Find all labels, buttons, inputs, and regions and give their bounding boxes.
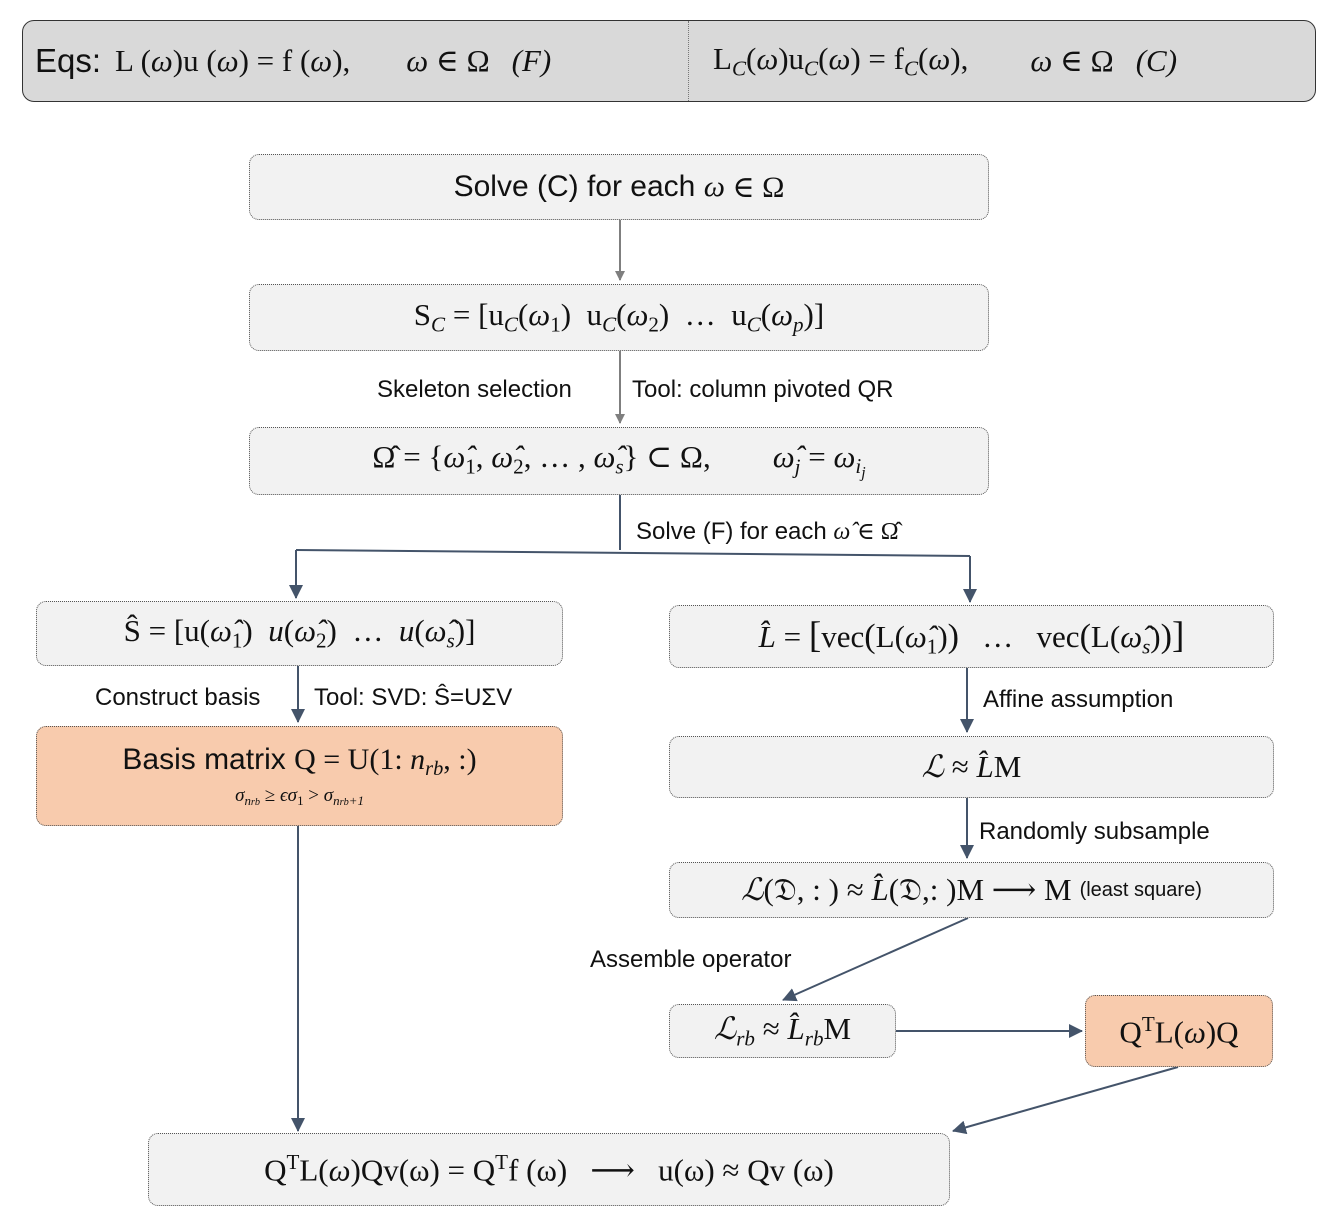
- solve-coarse-box: Solve (C) for each ω ∈ Ω: [249, 154, 989, 220]
- projected-operator-box: QTL(ω)Q: [1085, 995, 1273, 1067]
- coarse-snapshot-box: SC = [uC(ω1) uC(ω2) … uC(ωp)]: [249, 284, 989, 351]
- affine-relation-box: ℒ ≈ L̂M: [669, 736, 1274, 798]
- equations-header: Eqs: L (ω)u (ω) = f (ω), ω ∈ Ω (F) LC(ω)…: [22, 20, 1316, 102]
- least-square-box: ℒ(𝔇, : ) ≈ L̂(𝔇,: )M ⟶ M (least square): [669, 862, 1274, 918]
- edge-label-affine-assumption: Affine assumption: [983, 686, 1174, 713]
- edge-label-assemble-operator: Assemble operator: [590, 946, 792, 973]
- header-fine-equation: Eqs: L (ω)u (ω) = f (ω), ω ∈ Ω (F): [35, 42, 552, 79]
- header-divider: [688, 21, 689, 101]
- operator-matrix-box: L̂ = [vec(L(ω̂1)) … vec(L(ω̂s))]: [669, 605, 1274, 668]
- fine-snapshot-box: Ŝ = [u(ω̂1) u(ω̂2) … u(ω̂s)]: [36, 601, 563, 666]
- edge-label-tool-qr: Tool: column pivoted QR: [632, 376, 894, 403]
- edge-label-randomly-subsample: Randomly subsample: [979, 818, 1210, 845]
- arrow-projected-to-final: [952, 1066, 1179, 1135]
- arrow-split-line: [295, 549, 971, 557]
- basis-matrix-box: Basis matrix Q = U(1: nrb, :) σnrb ≥ ϵσ1…: [36, 726, 563, 826]
- edge-label-skeleton-selection: Skeleton selection: [377, 376, 572, 403]
- fine-tag: (F): [511, 43, 552, 78]
- arrow-to-reduced-operator: [782, 917, 969, 1002]
- reduced-operator-box: ℒrb ≈ L̂rbM: [669, 1004, 896, 1058]
- coarse-tag: (C): [1135, 43, 1178, 78]
- header-label: Eqs:: [35, 42, 102, 79]
- final-system-box: QTL(ω)Qv(ω) = QTf (ω) ⟶ u(ω) ≈ Qv (ω): [148, 1133, 950, 1206]
- least-square-note: (least square): [1079, 878, 1202, 901]
- header-coarse-equation: LC(ω)uC(ω) = fC(ω), ω ∈ Ω (C): [713, 40, 1178, 81]
- edge-label-tool-svd: Tool: SVD: Ŝ=UΣV: [314, 684, 513, 711]
- edge-label-solve-fine: Solve (F) for each ω̂ ∈ Ω̂: [636, 518, 899, 545]
- edge-label-construct-basis: Construct basis: [95, 684, 261, 711]
- skeleton-set-box: Ω̂ = {ω̂1, ω̂2, … , ω̂s} ⊂ Ω, ω̂j = ωij: [249, 427, 989, 495]
